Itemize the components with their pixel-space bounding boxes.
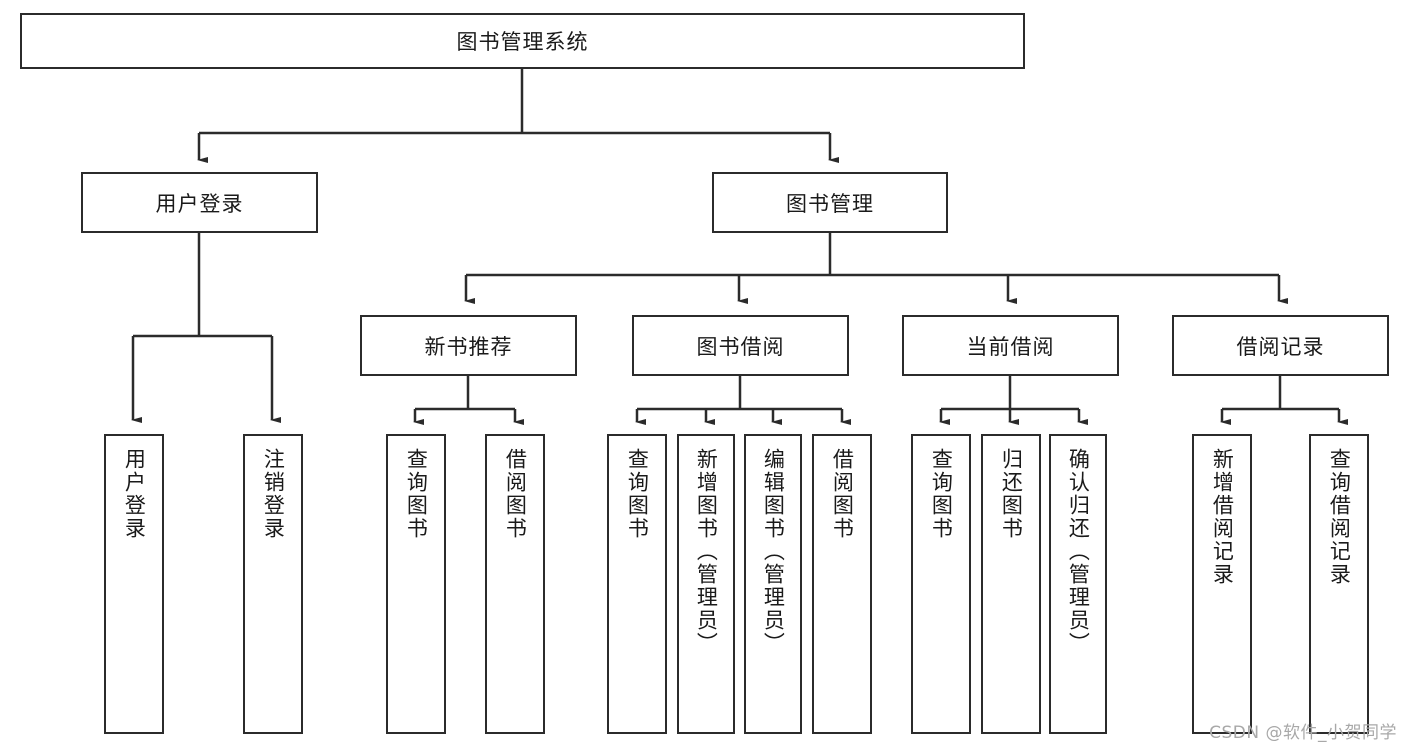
- node-label: 新增借阅记录: [1210, 448, 1235, 586]
- node-label: 用户登录: [122, 448, 147, 540]
- node-label: 查询图书: [404, 448, 429, 540]
- node-book-management[interactable]: 图书管理: [712, 172, 948, 233]
- node-label: 查询图书: [625, 448, 650, 540]
- leaf-book-borrow-add-book-admin[interactable]: 新增图书（管理员）: [677, 434, 735, 734]
- leaf-borrow-record-query-record[interactable]: 查询借阅记录: [1309, 434, 1369, 734]
- leaf-current-borrow-return-book[interactable]: 归还图书: [981, 434, 1041, 734]
- node-label: 归还图书: [999, 448, 1024, 540]
- node-label: 确认归还（管理员）: [1066, 448, 1091, 655]
- node-label: 图书管理系统: [456, 30, 589, 54]
- node-label: 编辑图书（管理员）: [761, 448, 786, 655]
- leaf-current-borrow-query-book[interactable]: 查询图书: [911, 434, 971, 734]
- node-label: 当前借阅: [966, 334, 1055, 359]
- leaf-book-borrow-borrow-book[interactable]: 借阅图书: [812, 434, 872, 734]
- node-label: 新增图书（管理员）: [694, 448, 719, 655]
- leaf-borrow-record-add-record[interactable]: 新增借阅记录: [1192, 434, 1252, 734]
- leaf-book-borrow-edit-book-admin[interactable]: 编辑图书（管理员）: [744, 434, 802, 734]
- leaf-current-borrow-confirm-return-admin[interactable]: 确认归还（管理员）: [1049, 434, 1107, 734]
- node-label: 新书推荐: [424, 334, 513, 359]
- leaf-user-login-logout[interactable]: 注销登录: [243, 434, 303, 734]
- leaf-new-book-query-book[interactable]: 查询图书: [386, 434, 446, 734]
- node-label: 查询图书: [929, 448, 954, 540]
- node-label: 注销登录: [261, 448, 286, 540]
- node-user-login[interactable]: 用户登录: [81, 172, 318, 233]
- leaf-user-login-login[interactable]: 用户登录: [104, 434, 164, 734]
- node-label: 用户登录: [155, 191, 244, 216]
- node-label: 图书借阅: [696, 334, 785, 359]
- node-root-book-management-system[interactable]: 图书管理系统: [20, 13, 1025, 69]
- node-label: 查询借阅记录: [1327, 448, 1352, 586]
- leaf-new-book-borrow-book[interactable]: 借阅图书: [485, 434, 545, 734]
- leaf-book-borrow-query-book[interactable]: 查询图书: [607, 434, 667, 734]
- node-new-book-recommendation[interactable]: 新书推荐: [360, 315, 577, 376]
- node-label: 借阅图书: [830, 448, 855, 540]
- node-borrow-record[interactable]: 借阅记录: [1172, 315, 1389, 376]
- node-book-borrow[interactable]: 图书借阅: [632, 315, 849, 376]
- node-current-borrow[interactable]: 当前借阅: [902, 315, 1119, 376]
- node-label: 图书管理: [786, 191, 874, 216]
- node-label: 借阅图书: [503, 448, 528, 540]
- node-label: 借阅记录: [1236, 334, 1325, 359]
- watermark-text: CSDN @软件_小贺同学: [1209, 723, 1397, 743]
